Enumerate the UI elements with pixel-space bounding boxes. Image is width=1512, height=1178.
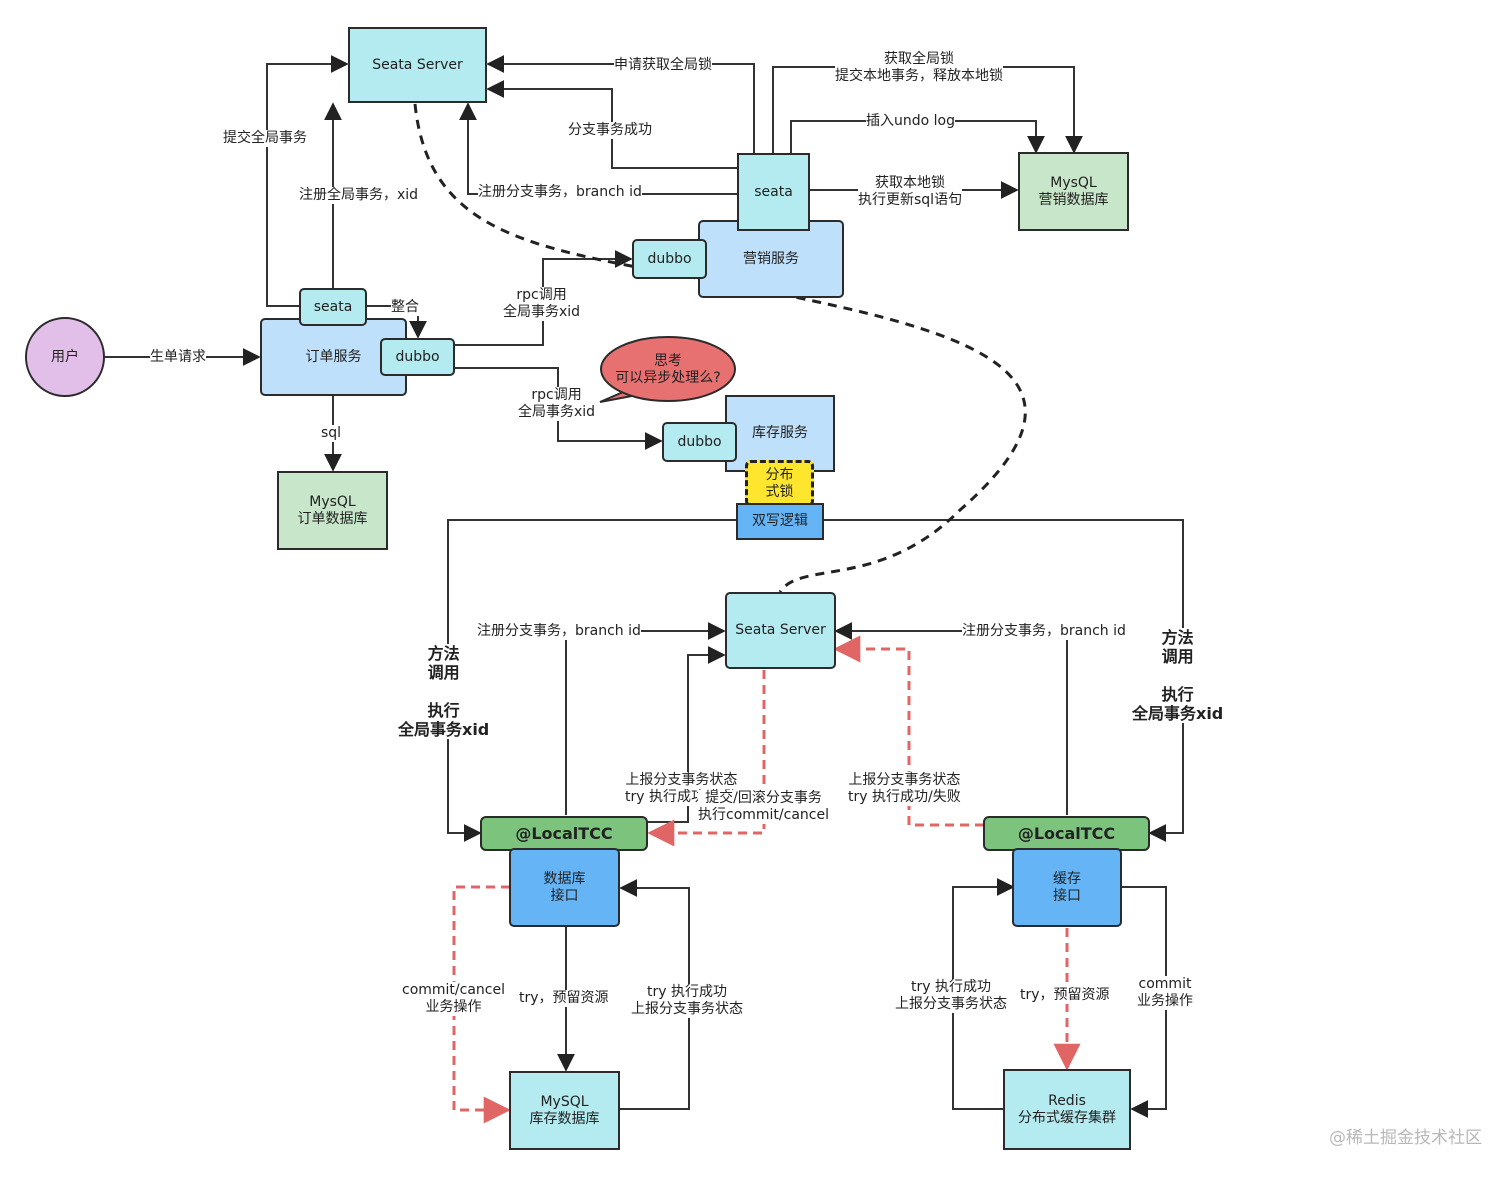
edge-register-branch-top <box>459 102 740 195</box>
label-try-reserve-right: try，预留资源 <box>1020 987 1110 1004</box>
user-node: 用户 <box>25 317 105 397</box>
dubbo-marketing: dubbo <box>632 239 707 279</box>
label-register-branch-top: 注册分支事务，branch id <box>478 184 642 201</box>
label-try-reserve-left: try，预留资源 <box>519 990 609 1007</box>
watermark: @稀土掘金技术社区 <box>1329 1128 1482 1148</box>
mysql-marketing: MysQL 营销数据库 <box>1018 152 1129 231</box>
localtcc-left: @LocalTCC <box>480 816 648 851</box>
mysql-order: MysQL 订单数据库 <box>277 471 388 550</box>
label-integrate: 整合 <box>391 299 419 316</box>
dubbo-order: dubbo <box>380 338 455 376</box>
cache-interface: 缓存 接口 <box>1012 848 1122 927</box>
redis-cluster: Redis 分布式缓存集群 <box>1003 1069 1131 1150</box>
label-sql: sql <box>321 425 342 442</box>
label-rpc-marketing: rpc调用 全局事务xid <box>503 287 581 321</box>
label-register-branch-right: 注册分支事务，branch id <box>962 623 1126 640</box>
label-get-global-lock: 获取全局锁 提交本地事务，释放本地锁 <box>835 51 1003 85</box>
label-method-call-right: 方法 调用 执行 全局事务xid <box>1132 628 1224 723</box>
localtcc-right: @LocalTCC <box>983 816 1150 851</box>
double-write-logic: 双写逻辑 <box>736 503 824 540</box>
label-apply-global-lock: 申请获取全局锁 <box>614 57 712 74</box>
label-commit-right: commit 业务操作 <box>1137 976 1193 1010</box>
label-register-branch-left: 注册分支事务，branch id <box>477 623 641 640</box>
dubbo-inventory: dubbo <box>662 422 737 462</box>
label-get-local-lock: 获取本地锁 执行更新sql语句 <box>858 175 963 209</box>
seata-server-bottom: Seata Server <box>725 592 836 669</box>
distributed-lock: 分布 式锁 <box>745 460 814 507</box>
edge-apply-global-lock <box>486 55 755 155</box>
label-rpc-inventory: rpc调用 全局事务xid <box>518 387 596 421</box>
db-interface: 数据库 接口 <box>509 848 620 927</box>
label-method-call-left: 方法 调用 执行 全局事务xid <box>398 644 490 739</box>
label-try-success-right: try 执行成功 上报分支事务状态 <box>895 979 1007 1013</box>
seata-top-right: seata <box>737 153 810 231</box>
label-commit-cancel-left: commit/cancel 业务操作 <box>402 982 505 1016</box>
thinking-bubble-shape <box>599 336 736 403</box>
mysql-inventory: MySQL 库存数据库 <box>509 1071 620 1150</box>
edge-report-right <box>833 635 984 827</box>
seata-order: seata <box>299 288 367 326</box>
label-report-left: 上报分支事务状态 try 执行成功/失败 <box>625 772 738 806</box>
label-register-global: 注册全局事务，xid <box>299 187 419 204</box>
label-commit-global: 提交全局事务 <box>223 130 307 147</box>
label-insert-undo-log: 插入undo log <box>866 113 955 130</box>
label-commit-rollback: 提交/回滚分支事务 执行commit/cancel <box>698 790 829 824</box>
label-report-right: 上报分支事务状态 try 执行成功/失败 <box>848 772 961 806</box>
edge-seata-dashed-link <box>413 103 1027 593</box>
edge-commit-global <box>266 55 349 307</box>
label-try-success-left: try 执行成功 上报分支事务状态 <box>631 984 743 1018</box>
label-branch-success: 分支事务成功 <box>568 122 652 139</box>
label-create-order: 生单请求 <box>150 349 206 366</box>
thinking-bubble-text: 思考 可以异步处理么? <box>615 353 721 386</box>
seata-server-top: Seata Server <box>348 27 487 103</box>
marketing-service: 营销服务 <box>698 220 844 298</box>
inventory-service: 库存服务 <box>725 395 835 472</box>
